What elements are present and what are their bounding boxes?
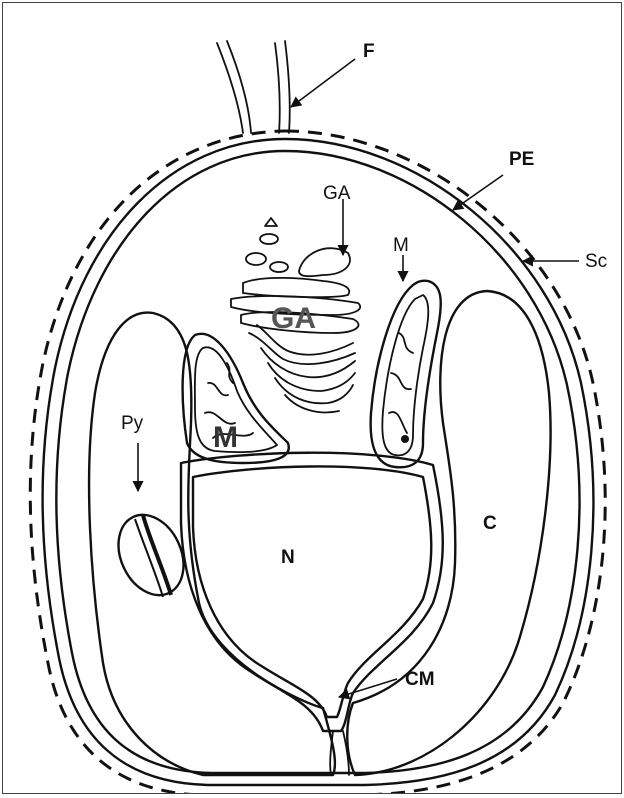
label-pyrenoid: Py [121,413,144,434]
label-scales: Sc [585,251,607,272]
label-nucleus: N [281,547,295,568]
label-chloroplast: C [483,513,497,534]
label-mitochondrion: M [393,235,409,256]
nucleus [181,453,443,775]
mitochondrion-right [371,281,441,468]
label-flagellum: F [363,41,375,62]
chloroplast-left [89,313,335,775]
cell-diagram: F PE GA M Sc Py C N CM GA M [3,3,621,793]
pyrenoid [106,504,196,605]
label-golgi-inner: GA [271,302,316,335]
label-chloroplast-membrane: CM [405,669,435,690]
label-mitochondrion-inner: M [213,421,238,454]
label-plasma-envelope: PE [509,149,534,170]
flagellum [217,41,290,133]
label-golgi-apparatus: GA [323,183,351,204]
scales-layer [30,131,605,793]
plasma-envelope [43,139,594,785]
